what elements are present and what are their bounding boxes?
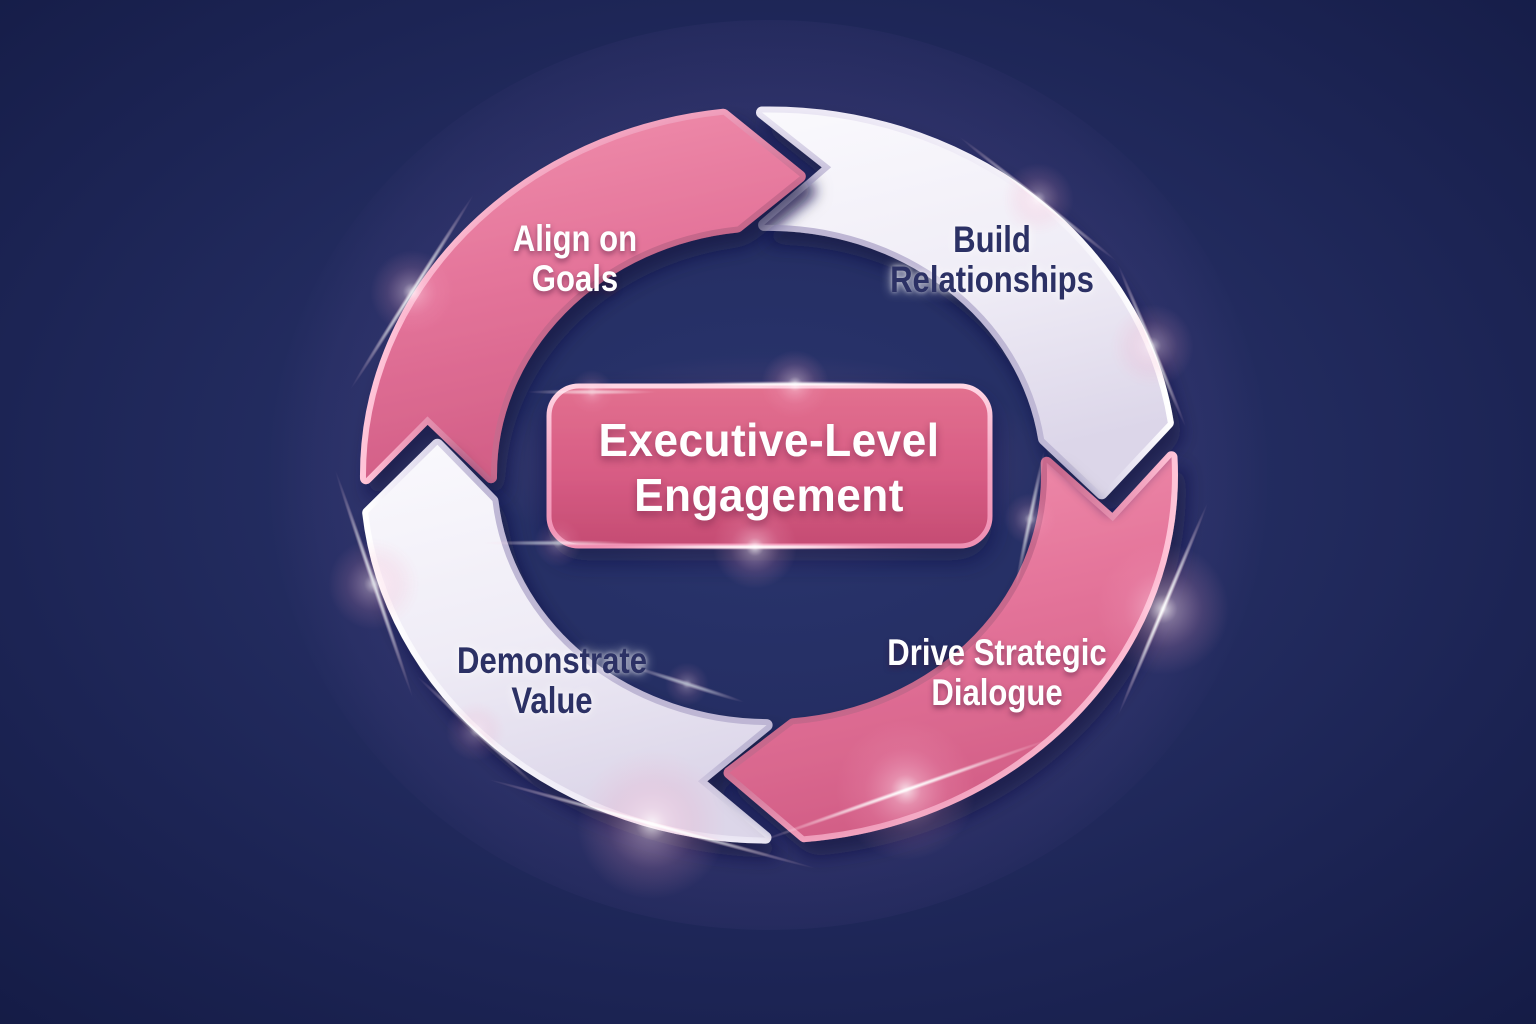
- lens-flare: [595, 505, 915, 589]
- lens-flare: [959, 136, 1117, 262]
- lens-flare: [755, 720, 1057, 860]
- lens-flare: [487, 749, 817, 899]
- lens-flare: [417, 676, 535, 786]
- lens-flare: [1004, 450, 1056, 588]
- lens-flare: [350, 194, 474, 390]
- lens-flare: [670, 350, 920, 418]
- lens-flare: [629, 662, 745, 706]
- lens-flare: [328, 470, 420, 698]
- lens-flare: [1110, 264, 1194, 428]
- lens-flares: [328, 136, 1229, 899]
- lens-flare: [1097, 502, 1229, 716]
- lens-flare: [527, 370, 657, 414]
- lens-flare: [483, 519, 633, 567]
